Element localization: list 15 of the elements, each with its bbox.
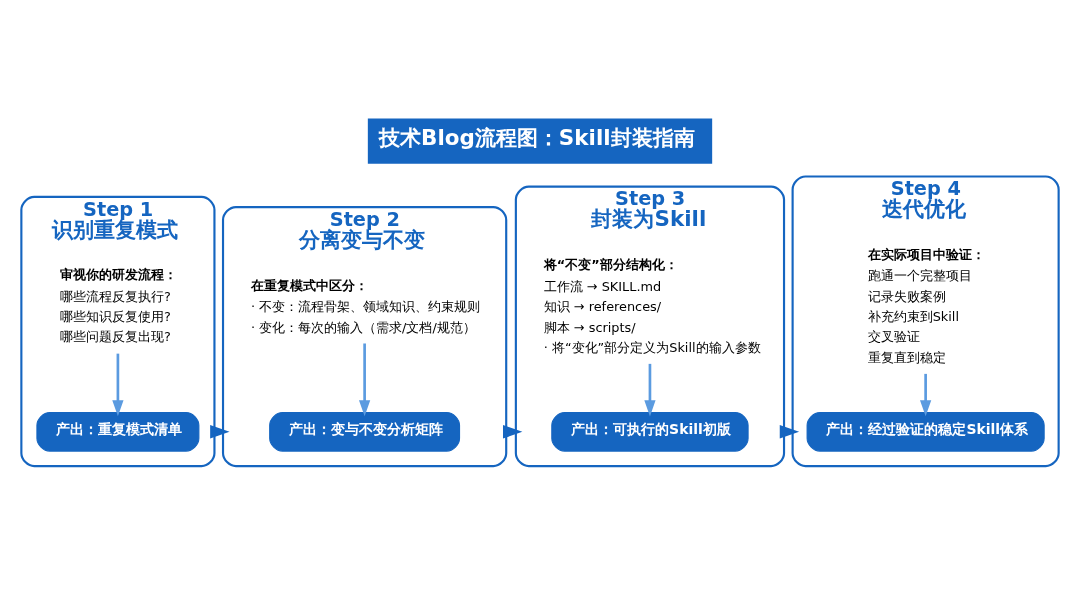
- node-text: 在实际项目中验证： 跑通一个完整项目 记录失败案例 补充约束到Skill 交叉验证 重复直到稳定: [867, 246, 985, 365]
- node-box: 产出：重复模式清单: [36, 411, 200, 452]
- node-box: 产出：可执行的Skill初版: [551, 411, 749, 452]
- arrow: [644, 363, 656, 417]
- arrow: [779, 425, 800, 439]
- arrow: [358, 343, 371, 417]
- arrow: [210, 425, 230, 439]
- arrow: [919, 373, 932, 417]
- node-box: 产出：变与不变分析矩阵: [269, 411, 461, 452]
- node-text: 审视你的研发流程： 哪些流程反复执行? 哪些知识反复使用? 哪些问题反复出现?: [59, 267, 177, 345]
- node-text: 将“不变”部分结构化： 工作流 → SKILL.md 知识 → references/ 脚本 → scripts/ · 将“变化”部分定义为Skill的输入参数: [543, 257, 761, 355]
- arrow: [112, 353, 124, 417]
- node-text: 在重复模式中区分： · 不变：流程骨架、领域知识、约束规则 · 变化：每次的输入（需求/文档/规范）: [250, 277, 481, 335]
- node-box: 产出：经过验证的稳定Skill体系: [806, 411, 1045, 452]
- diagram-title: 技术Blog流程图：Skill封装指南: [379, 125, 695, 151]
